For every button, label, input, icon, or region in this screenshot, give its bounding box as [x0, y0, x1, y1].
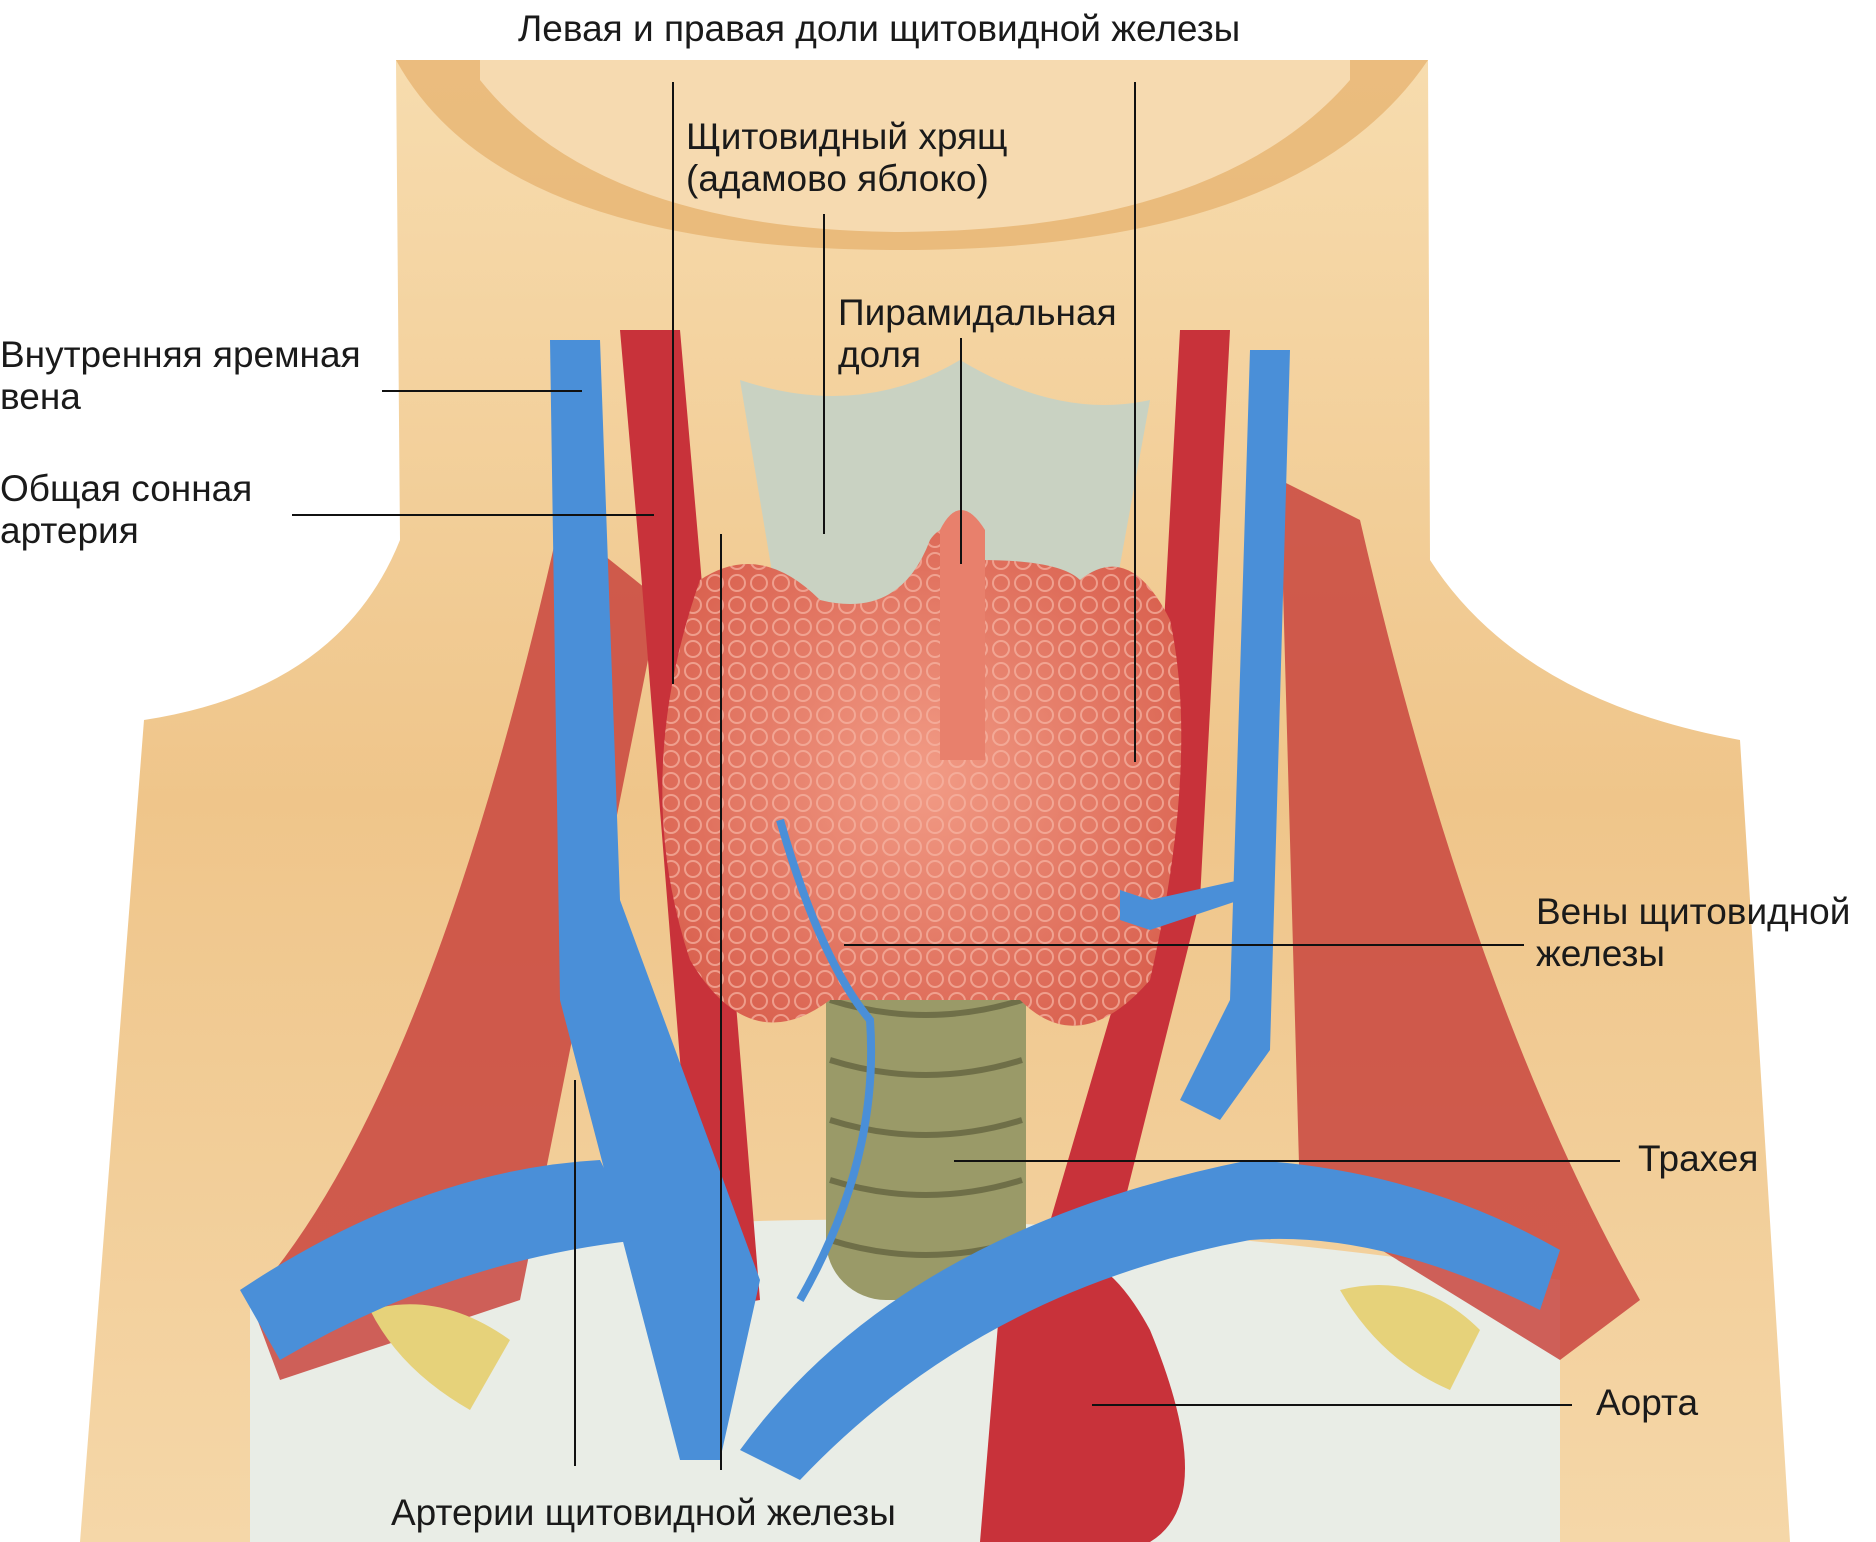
leader-line-pyramidal: [960, 338, 962, 564]
jaw-edge: [480, 60, 1350, 232]
thyroid-vein: [776, 818, 876, 1302]
label-line: Щитовидный хрящ: [686, 116, 1008, 157]
trachea: [826, 940, 1026, 1300]
pyramidal-lobe: [940, 510, 985, 760]
jugular-vein-right: [1180, 350, 1290, 1120]
aorta: [980, 1256, 1185, 1542]
leader-line-carotid: [292, 514, 654, 516]
jugular-vein-left: [550, 340, 760, 1460]
carotid-right: [1030, 330, 1230, 1300]
label-line: Вены щитовидной: [1536, 891, 1851, 932]
brachiocephalic-right: [740, 1160, 1560, 1480]
label-thyroid-arteries: Артерии щитовидной железы: [391, 1492, 896, 1533]
label-trachea: Трахея: [1638, 1138, 1759, 1179]
label-line: вена: [0, 376, 81, 417]
label-thyroid-lobes: Левая и правая доли щитовидной железы: [518, 8, 1241, 49]
leader-line-jugular: [382, 390, 582, 392]
label-internal-jugular-vein: Внутренняя яремная вена: [0, 334, 361, 418]
label-common-carotid-artery: Общая сонная артерия: [0, 468, 252, 552]
label-line: Пирамидальная: [838, 292, 1117, 333]
label-line: (адамово яблоко): [686, 158, 989, 199]
label-line: артерия: [0, 510, 139, 551]
leader-line-artery-left: [574, 1080, 576, 1466]
label-aorta: Аорта: [1596, 1382, 1699, 1423]
muscle-right: [1280, 480, 1640, 1360]
leader-line-thyroid-veins: [844, 944, 1524, 946]
leader-line-aorta: [1092, 1404, 1572, 1406]
label-line: доля: [838, 334, 921, 375]
label-thyroid-cartilage: Щитовидный хрящ (адамово яблоко): [686, 116, 1008, 200]
leader-line-artery-right: [720, 534, 722, 1470]
brachiocephalic-left: [240, 1160, 640, 1360]
label-line: Внутренняя яремная: [0, 334, 361, 375]
leader-line-left-lobe: [672, 82, 674, 684]
clavicle-right: [1340, 1285, 1480, 1390]
label-line: Общая сонная: [0, 468, 253, 509]
clavicle-left: [370, 1304, 510, 1410]
leader-line-right-lobe: [1134, 82, 1136, 762]
leader-line-trachea: [954, 1160, 1620, 1162]
leader-line-cartilage: [823, 214, 825, 534]
thyroid-vein-branch: [1120, 880, 1240, 930]
label-pyramidal-lobe: Пирамидальная доля: [838, 292, 1117, 376]
thyroid-cartilage: [740, 360, 1150, 620]
label-line: железы: [1536, 933, 1666, 974]
label-thyroid-veins: Вены щитовидной железы: [1536, 891, 1850, 975]
